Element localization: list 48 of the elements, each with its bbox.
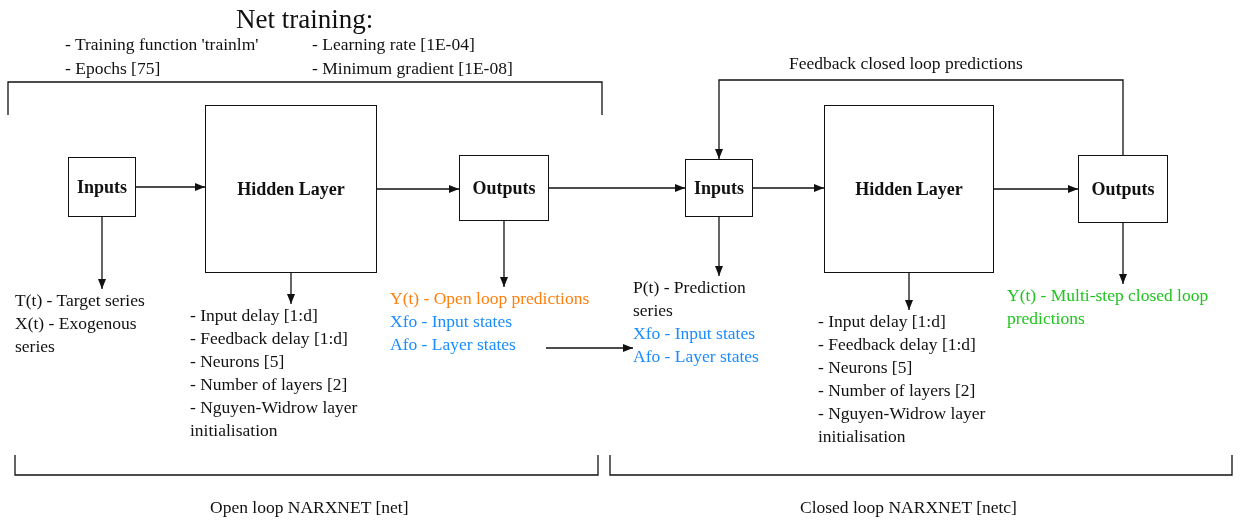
layer-box xyxy=(1078,155,1168,223)
text-line: Xfo - Input states xyxy=(390,310,513,333)
layer-box xyxy=(824,105,994,273)
arrow xyxy=(714,79,1124,160)
text-line: - Neurons [5] xyxy=(818,356,914,379)
text-line: X(t) - Exogenous series xyxy=(15,312,138,358)
layer-box xyxy=(685,159,753,217)
text-line: Xfo - Input states xyxy=(633,322,756,345)
arrow xyxy=(286,272,296,305)
box-label: Inputs xyxy=(693,177,744,199)
box-label: Inputs xyxy=(76,176,127,198)
text-line: T(t) - Target series xyxy=(15,289,146,312)
text-line: - Neurons [5] xyxy=(190,350,286,373)
text-line: - Number of layers [2] xyxy=(818,379,977,402)
text-line: Afo - Layer states xyxy=(633,345,760,368)
text-line: - Number of layers [2] xyxy=(190,373,349,396)
layer-box xyxy=(68,157,136,217)
arrow xyxy=(97,216,107,290)
arrow xyxy=(993,184,1079,194)
note: - Training function 'trainlm' xyxy=(65,34,259,55)
arrow xyxy=(548,183,686,193)
box-label: Outputs xyxy=(472,177,536,199)
text-line: Afo - Layer states xyxy=(390,333,517,356)
layer-box xyxy=(459,155,549,221)
arrow xyxy=(904,272,914,311)
arrow xyxy=(545,343,634,353)
text-line: P(t) - Prediction series xyxy=(633,276,747,322)
note: Closed loop NARXNET [netc] xyxy=(800,497,1017,518)
text-line: - Feedback delay [1:d] xyxy=(818,333,977,356)
arrow xyxy=(752,183,825,193)
text-line: - Nguyen-Widrow layer initialisation xyxy=(818,402,987,448)
note: - Epochs [75] xyxy=(65,58,161,79)
box-label: Outputs xyxy=(1091,178,1155,200)
box-label: Hidden Layer xyxy=(855,178,963,200)
text-line: Y(t) - Multi-step closed loop predictions xyxy=(1007,284,1210,330)
arrow xyxy=(714,216,724,277)
text-line: Y(t) - Open loop predictions xyxy=(390,287,591,310)
arrow xyxy=(1118,222,1128,285)
note: - Minimum gradient [1E-08] xyxy=(312,58,513,79)
note: - Learning rate [1E-04] xyxy=(312,34,475,55)
text-line: - Nguyen-Widrow layer initialisation xyxy=(190,396,359,442)
note: Open loop NARXNET [net] xyxy=(210,497,409,518)
arrow xyxy=(135,182,206,192)
arrow xyxy=(376,184,460,194)
layer-box xyxy=(205,105,377,273)
box-label: Hidden Layer xyxy=(237,178,345,200)
arrow xyxy=(499,220,509,288)
title: Net training: xyxy=(236,4,374,35)
